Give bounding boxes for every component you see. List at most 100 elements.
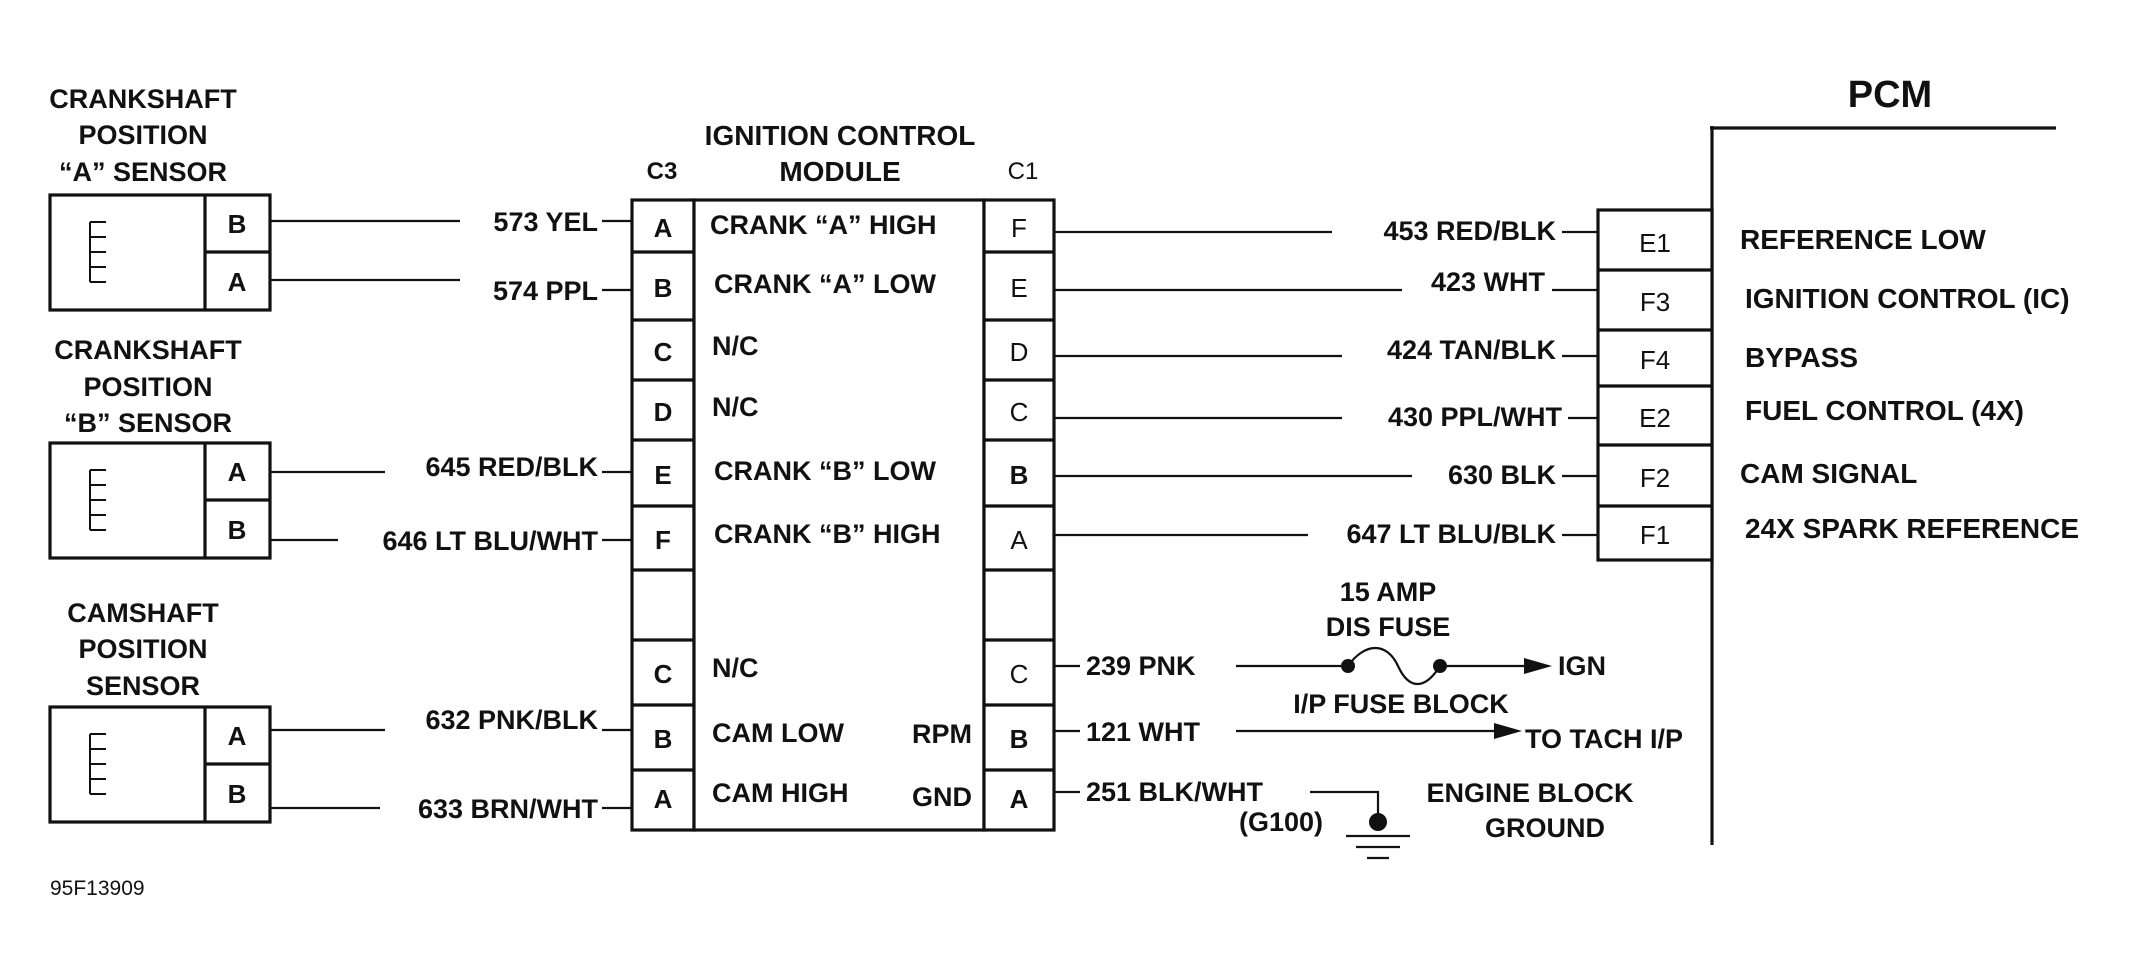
crank-a-pin-1: B (228, 209, 247, 239)
wire-423: 423 WHT (1431, 267, 1546, 297)
ignition-control-module: IGNITION CONTROL MODULE C3 C1 C4 C2 A B (630, 120, 1056, 832)
pcm-function-reference-low: REFERENCE LOW (1740, 224, 1986, 255)
pcm-function-ignition-control: IGNITION CONTROL (IC) (1745, 283, 2070, 314)
ground-label-1: ENGINE BLOCK (1426, 778, 1634, 808)
ign-label: IGN (1558, 651, 1606, 681)
crank-a-sensor: CRANKSHAFT POSITION “A” SENSOR B A (48, 84, 272, 312)
icm-pin-c1-b: B (1010, 460, 1029, 490)
fuse-label-1: 15 AMP (1340, 577, 1437, 607)
crank-b-pin-1: A (228, 457, 247, 487)
icm-label-crank-a-high: CRANK “A” HIGH (710, 210, 937, 240)
wire-647: 647 LT BLU/BLK (1346, 519, 1556, 549)
crank-b-sensor: CRANKSHAFT POSITION “B” SENSOR A B (48, 335, 272, 560)
icm-pin-c1-e: E (1010, 273, 1027, 303)
icm-label-crank-a-low: CRANK “A” LOW (714, 269, 936, 299)
wire-630: 630 BLK (1448, 460, 1557, 490)
coil-icon (89, 469, 106, 531)
fuse-icon (1347, 647, 1441, 685)
icm-label-nc-c: N/C (712, 331, 759, 361)
icm-pin-c4-a: A (654, 784, 673, 814)
arrow-icon (1494, 723, 1522, 739)
icm-label-crank-b-high: CRANK “B” HIGH (714, 519, 941, 549)
wire-453: 453 RED/BLK (1383, 216, 1556, 246)
icm-pin-c4-b: B (654, 724, 673, 754)
wire-239: 239 PNK (1086, 651, 1196, 681)
ground-label-2: GROUND (1485, 813, 1605, 843)
wire-430: 430 PPL/WHT (1388, 402, 1563, 432)
wire-645: 645 RED/BLK (425, 452, 598, 482)
crank-a-title-1: CRANKSHAFT (49, 84, 237, 114)
crank-b-title-3: “B” SENSOR (64, 408, 232, 438)
cam-pin-1: A (228, 721, 247, 751)
crank-b-pin-2: B (228, 515, 247, 545)
icm-pin-c2-a: A (1010, 784, 1029, 814)
pcm-pin-e2: E2 (1639, 403, 1671, 433)
icm-pin-c2-b: B (1010, 724, 1029, 754)
icm-pin-c1-d: D (1010, 337, 1029, 367)
cam-title-1: CAMSHAFT (67, 598, 219, 628)
pcm-pin-f2: F2 (1640, 463, 1670, 493)
icm-pin-c2-c: C (1010, 659, 1029, 689)
icm-pin-c1-a: A (1010, 525, 1028, 555)
icm-pin-c3-e: E (654, 460, 671, 490)
crank-a-title-3: “A” SENSOR (59, 157, 227, 187)
fuse-label-2: DIS FUSE (1326, 612, 1451, 642)
pcm: PCM E1 F3 F4 E2 F2 F1 REFERENCE LOW IGNI… (1596, 74, 2079, 845)
pcm-function-24x-spark-reference: 24X SPARK REFERENCE (1745, 513, 2079, 544)
wire-633: 633 BRN/WHT (418, 794, 599, 824)
icm-pin-c3-f: F (655, 525, 671, 555)
pcm-pin-e1: E1 (1639, 228, 1671, 258)
pcm-function-cam-signal: CAM SIGNAL (1740, 458, 1917, 489)
icm-label-rpm: RPM (912, 719, 972, 749)
icm-pin-c3-c: C (654, 337, 673, 367)
crank-b-title-2: POSITION (83, 372, 212, 402)
cam-title-3: SENSOR (86, 671, 200, 701)
pcm-function-fuel-control: FUEL CONTROL (4X) (1745, 395, 2024, 426)
icm-pin-c1-c: C (1010, 397, 1029, 427)
icm-title-2: MODULE (779, 156, 900, 187)
ground-ref: (G100) (1239, 807, 1323, 837)
ground-icon (1346, 834, 1410, 860)
cam-pin-2: B (228, 779, 247, 809)
ground-junction-icon (1369, 813, 1387, 831)
icm-title-1: IGNITION CONTROL (705, 120, 976, 151)
wire-632: 632 PNK/BLK (425, 705, 598, 735)
connector-c1: C1 (1008, 158, 1039, 185)
connector-c3: C3 (647, 158, 678, 185)
wire-121: 121 WHT (1086, 717, 1201, 747)
icm-label-nc-d: N/C (712, 392, 759, 422)
wire-646: 646 LT BLU/WHT (383, 526, 599, 556)
icm-pin-c4-c: C (654, 659, 673, 689)
icm-pin-c1-f: F (1011, 213, 1027, 243)
coil-icon (89, 221, 106, 283)
figure-id: 95F13909 (50, 877, 145, 900)
pcm-pin-f3: F3 (1640, 287, 1670, 317)
coil-icon (89, 733, 106, 795)
tach-label: TO TACH I/P (1525, 724, 1683, 754)
icm-body (692, 198, 986, 832)
crank-a-pin-2: A (228, 267, 247, 297)
crank-a-title-2: POSITION (78, 120, 207, 150)
sensor-wires: 573 YEL 574 PPL 645 RED/BLK 646 LT BLU/W… (270, 207, 632, 824)
icm-pin-c3-d: D (654, 397, 673, 427)
icm-label-nc-c4: N/C (712, 653, 759, 683)
fuse-block-label: I/P FUSE BLOCK (1293, 689, 1509, 719)
icm-left-connector (630, 198, 696, 832)
pcm-pin-f4: F4 (1640, 345, 1670, 375)
icm-pin-c3-b: B (654, 273, 673, 303)
wire-251: 251 BLK/WHT (1086, 777, 1264, 807)
icm-right-connector (982, 198, 1056, 832)
icm-label-crank-b-low: CRANK “B” LOW (714, 456, 936, 486)
icm-label-gnd: GND (912, 782, 972, 812)
pcm-title: PCM (1848, 74, 1932, 116)
crank-b-title-1: CRANKSHAFT (54, 335, 242, 365)
icm-pin-c3-a: A (654, 213, 673, 243)
c2-wiring: 239 PNK 15 AMP DIS FUSE IGN 121 WHT TO T… (1054, 577, 1683, 860)
pcm-pin-f1: F1 (1640, 520, 1670, 550)
cam-title-2: POSITION (78, 634, 207, 664)
icm-label-cam-low: CAM LOW (712, 718, 844, 748)
pcm-function-bypass: BYPASS (1745, 342, 1858, 373)
wire-574: 574 PPL (493, 276, 598, 306)
cam-sensor: CAMSHAFT POSITION SENSOR A B (48, 598, 272, 824)
